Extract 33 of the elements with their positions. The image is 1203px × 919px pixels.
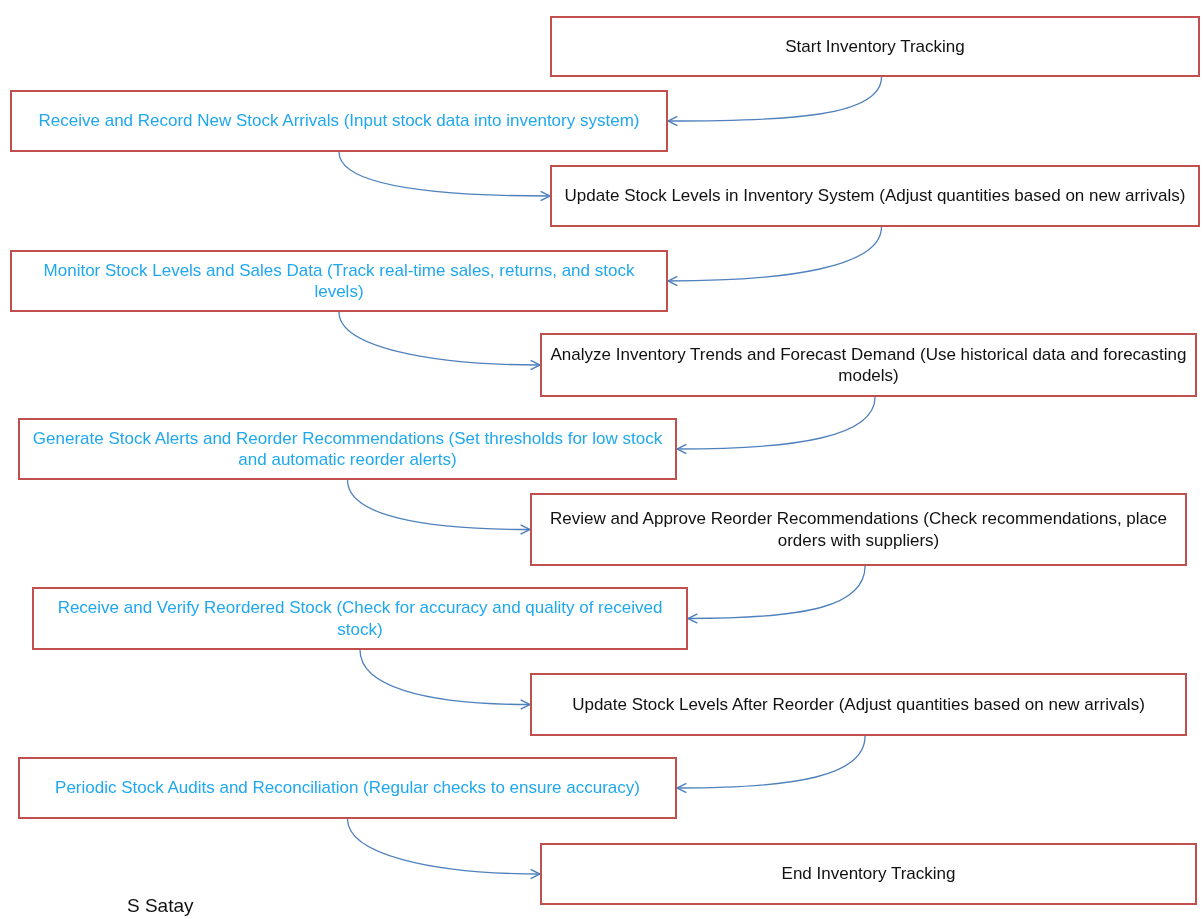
connector-arrow — [676, 396, 876, 455]
step-text: Receive and Verify Reordered Stock (Check for accuracy and quality of received stock) — [56, 597, 664, 640]
step-text: Analyze Inventory Trends and Forecast Demand (Use historical data and forecasting models) — [550, 343, 1187, 387]
step-text: Monitor Stock Levels and Sales Data (Track real-time sales, returns, and stock levels) — [42, 259, 636, 303]
process-box — [18, 757, 677, 819]
author-note: S Satay — [127, 895, 194, 917]
connector-arrow — [667, 76, 883, 127]
step-text: Review and Approve Reorder Recommendations (Check recommendations, place orders with suppliers) — [549, 508, 1168, 551]
connector-arrow — [346, 479, 531, 535]
connector-arrow — [676, 735, 866, 794]
process-box — [550, 165, 1200, 227]
step-text: Receive and Record New Stock Arrivals (Input stock data into inventory system) — [38, 110, 640, 132]
step-text: Update Stock Levels After Reorder (Adjust quantities based on new arrivals) — [572, 693, 1145, 716]
step-text: Start Inventory Tracking — [785, 35, 965, 58]
process-box — [10, 250, 668, 312]
terminal-box — [540, 843, 1197, 905]
step-text: Generate Stock Alerts and Reorder Recommendations (Set thresholds for low stock and automatic reorder alerts) — [31, 427, 664, 471]
process-box — [32, 587, 688, 650]
connector-arrow — [346, 818, 541, 880]
process-box — [530, 493, 1187, 566]
connector-arrow — [667, 226, 883, 287]
process-box — [540, 333, 1197, 397]
step-text: End Inventory Tracking — [781, 863, 956, 885]
step-text: Periodic Stock Audits and Reconciliation (Regular checks to ensure accuracy) — [55, 777, 640, 799]
connector-arrow — [687, 565, 866, 624]
process-box — [10, 90, 668, 152]
connector-arrow — [338, 151, 551, 202]
connector-arrow — [359, 649, 531, 710]
step-text: Update Stock Levels in Inventory System (Adjust quantities based on new arrivals) — [564, 185, 1186, 207]
process-box — [530, 673, 1187, 736]
process-box — [18, 418, 677, 480]
connector-arrow — [338, 311, 541, 371]
terminal-box — [550, 16, 1200, 77]
